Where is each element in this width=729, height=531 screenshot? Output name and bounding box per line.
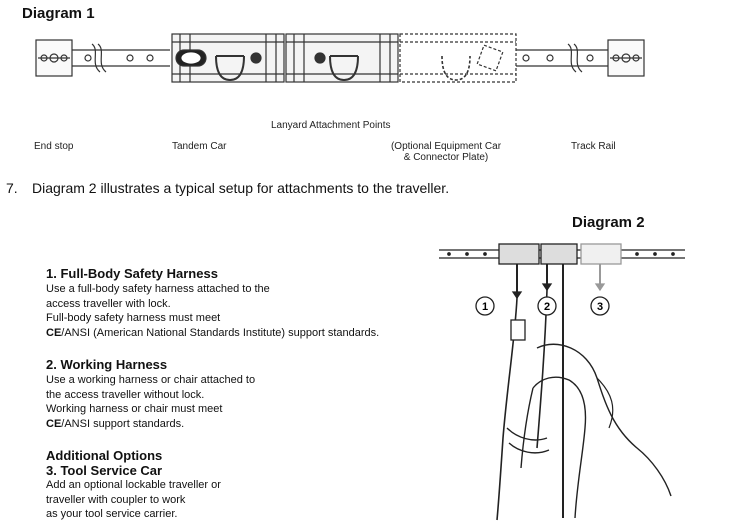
section-line: Add an optional lockable traveller or [46, 479, 221, 491]
marker-2: 2 [537, 296, 557, 316]
marker-3: 3 [590, 296, 610, 316]
marker-2-label: 2 [544, 301, 550, 313]
diagram2-title: Diagram 2 [572, 214, 645, 231]
diagram2-harness-illustration: 1 2 3 [439, 243, 685, 521]
standard-prefix: CE [46, 417, 62, 430]
diagram1-track-illustration [35, 33, 645, 83]
right-end-stop [607, 39, 645, 77]
section-line: as your tool service carrier. [46, 508, 178, 520]
section-line: Full-body safety harness must meet [46, 312, 221, 324]
section-subheading: 3. Tool Service Car [46, 463, 163, 478]
section-line: the access traveller without lock. [46, 388, 205, 401]
step-7: 7. Diagram 2 illustrates a typical setup … [6, 180, 449, 196]
label-lanyard-attachment-points: Lanyard Attachment Points [271, 120, 391, 131]
label-optional-equipment-car: (Optional Equipment Car & Connector Plat… [380, 141, 512, 163]
marker-1-label: 1 [482, 301, 488, 313]
label-track-rail: Track Rail [571, 141, 616, 152]
section-line: Use a full-body safety harness attached … [46, 283, 270, 295]
section-full-body-harness: 1. Full-Body Safety Harness Use a full-b… [46, 266, 379, 340]
label-tandem-car: Tandem Car [172, 141, 227, 152]
section-heading: 2. Working Harness [46, 357, 168, 372]
section-line: Working harness or chair must meet [46, 403, 223, 415]
left-rail-segment [72, 43, 170, 73]
label-optional-line2: & Connector Plate) [403, 152, 489, 163]
label-optional-line1: (Optional Equipment Car [390, 141, 502, 152]
optional-equipment-car [399, 33, 517, 83]
section-heading: 1. Full-Body Safety Harness [46, 266, 218, 281]
standard-rest: /ANSI support standards. [61, 417, 185, 430]
section-line: Use a working harness or chair attached … [46, 374, 256, 386]
standard-prefix: CE [46, 326, 62, 339]
right-rail-segment [516, 43, 608, 73]
label-end-stop: End stop [34, 141, 74, 152]
section-standard-line: CE/ANSI (American National Standards Ins… [46, 326, 379, 341]
left-end-stop [35, 39, 73, 77]
section-standard-line: CE/ANSI support standards. [46, 417, 255, 432]
marker-1: 1 [475, 296, 495, 316]
section-heading: Additional Options [46, 448, 163, 463]
tandem-car-right [285, 33, 399, 83]
step-number: 7. [6, 180, 18, 196]
tandem-car-left [171, 33, 285, 83]
section-additional-options: Additional Options 3. Tool Service Car A… [46, 448, 221, 522]
section-line: traveller with coupler to work [46, 493, 186, 506]
section-line: access traveller with lock. [46, 297, 171, 310]
marker-3-label: 3 [597, 301, 603, 313]
step-text: Diagram 2 illustrates a typical setup fo… [32, 180, 450, 196]
section-working-harness: 2. Working Harness Use a working harness… [46, 357, 255, 431]
diagram1-title: Diagram 1 [22, 5, 95, 22]
standard-rest: /ANSI (American National Standards Insti… [61, 326, 380, 339]
